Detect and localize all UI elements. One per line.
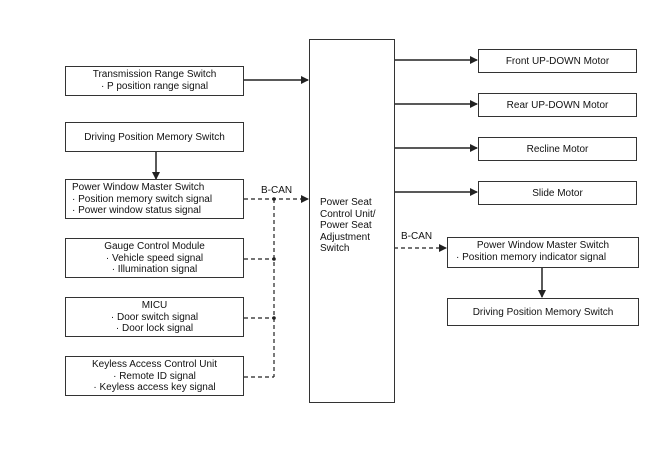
dpms-top-box: Driving Position Memory Switch — [65, 122, 244, 152]
keyless-title: Keyless Access Control Unit — [91, 359, 218, 370]
center-line-1: Power Seat — [320, 197, 372, 208]
bcan-label-left: B-CAN — [261, 185, 293, 196]
bcan-junction-1 — [272, 197, 276, 201]
micu-signal-2: · Door lock signal — [115, 323, 194, 334]
dpms-bottom-box: Driving Position Memory Switch — [447, 298, 639, 326]
transmission-range-switch-box: Transmission Range Switch · P position r… — [65, 66, 244, 96]
pwms-left-signal-1: · Position memory switch signal — [72, 193, 213, 205]
slide-motor-box: Slide Motor — [478, 181, 637, 205]
gauge-signal-2: · Illumination signal — [111, 264, 198, 275]
pwms-left-box: Power Window Master Switch · Position me… — [65, 179, 244, 219]
keyless-signal-1: · Remote ID signal — [113, 370, 196, 382]
dpms-bottom-title: Driving Position Memory Switch — [472, 307, 614, 318]
front-up-down-motor-box: Front UP-DOWN Motor — [478, 49, 637, 73]
center-line-5: Switch — [320, 243, 350, 254]
micu-signal-1: · Door switch signal — [110, 311, 199, 323]
gauge-signal-1: · Vehicle speed signal — [105, 252, 204, 264]
bcan-junction-2 — [272, 257, 276, 261]
pwms-right-box: Power Window Master Switch · Position me… — [447, 237, 639, 268]
center-line-2: Control Unit/ — [320, 208, 376, 220]
bcan-label-right: B-CAN — [401, 231, 433, 242]
transmission-signal: · P position range signal — [100, 80, 209, 92]
slide-motor-label: Slide Motor — [532, 188, 583, 199]
bcan-junction-3 — [272, 316, 276, 320]
micu-title: MICU — [141, 300, 168, 311]
pwms-left-signal-2: · Power window status signal — [72, 205, 201, 216]
recline-motor-box: Recline Motor — [478, 137, 637, 161]
micu-box: MICU · Door switch signal · Door lock si… — [65, 297, 244, 337]
dpms-top-title: Driving Position Memory Switch — [84, 132, 225, 143]
pwms-left-title: Power Window Master Switch — [72, 182, 205, 193]
center-line-4: Adjustment — [320, 231, 371, 243]
keyless-signal-2: · Keyless access key signal — [93, 382, 216, 393]
recline-motor-label: Recline Motor — [526, 144, 589, 155]
pwms-right-signal: · Position memory indicator signal — [456, 251, 607, 263]
front-motor-label: Front UP-DOWN Motor — [505, 56, 610, 67]
power-seat-control-unit-box: Power Seat Control Unit/ Power Seat Adju… — [309, 39, 395, 403]
rear-motor-label: Rear UP-DOWN Motor — [506, 100, 609, 111]
keyless-access-box: Keyless Access Control Unit · Remote ID … — [65, 356, 244, 396]
transmission-title: Transmission Range Switch — [92, 69, 217, 80]
gauge-control-module-box: Gauge Control Module · Vehicle speed sig… — [65, 238, 244, 278]
gauge-title: Gauge Control Module — [104, 241, 205, 252]
pwms-right-title: Power Window Master Switch — [476, 240, 610, 251]
center-line-3: Power Seat — [320, 220, 372, 231]
rear-up-down-motor-box: Rear UP-DOWN Motor — [478, 93, 637, 117]
